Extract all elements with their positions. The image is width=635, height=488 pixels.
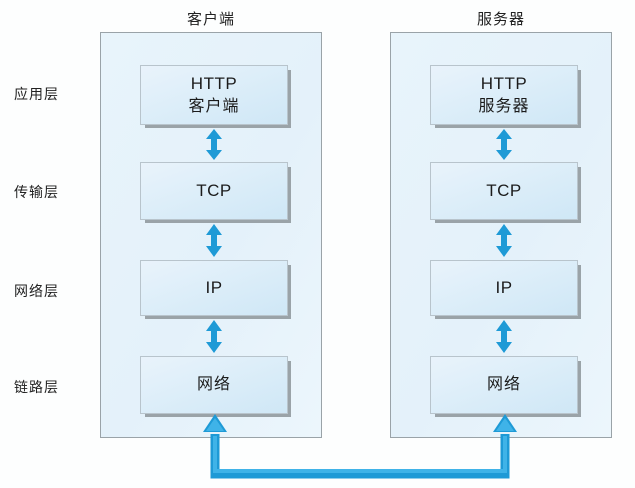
server-box-ip: IP <box>430 260 578 316</box>
box-line-primary: 网络 <box>196 376 231 394</box>
double-arrow-icon-client-app-tcp <box>206 129 222 160</box>
box-line-primary: IP <box>205 277 223 297</box>
layer-label-link: 链路层 <box>14 379 59 395</box>
layer-label-application: 应用层 <box>14 86 59 102</box>
client-box-http-client: HTTP 客户端 <box>140 65 288 125</box>
box-line-primary: IP <box>495 277 513 297</box>
double-arrow-icon-client-ip-network <box>206 320 222 353</box>
client-box-tcp: TCP <box>140 162 288 220</box>
physical-link-connector-arrow <box>203 414 517 479</box>
double-arrow-icon-server-tcp-ip <box>496 224 512 257</box>
layer-label-transport: 传输层 <box>14 184 59 200</box>
layer-label-network: 网络层 <box>14 283 59 299</box>
box-line-secondary: 客户端 <box>188 97 240 115</box>
client-box-ip: IP <box>140 260 288 316</box>
box-line-primary: 网络 <box>486 376 521 394</box>
client-column-title: 客户端 <box>186 11 235 28</box>
box-line-secondary: 服务器 <box>478 97 530 115</box>
box-line-primary: TCP <box>196 180 232 200</box>
double-arrow-icon-client-tcp-ip <box>206 224 222 257</box>
double-arrow-icon-server-ip-network <box>496 320 512 353</box>
server-box-tcp: TCP <box>430 162 578 220</box>
client-box-network: 网络 <box>140 356 288 414</box>
box-line-primary: HTTP <box>190 73 238 93</box>
server-column-title: 服务器 <box>476 11 525 28</box>
box-line-primary: TCP <box>486 180 522 200</box>
server-box-http-server: HTTP 服务器 <box>430 65 578 125</box>
server-box-network: 网络 <box>430 356 578 414</box>
box-line-primary: HTTP <box>480 73 528 93</box>
double-arrow-icon-server-app-tcp <box>496 129 512 160</box>
